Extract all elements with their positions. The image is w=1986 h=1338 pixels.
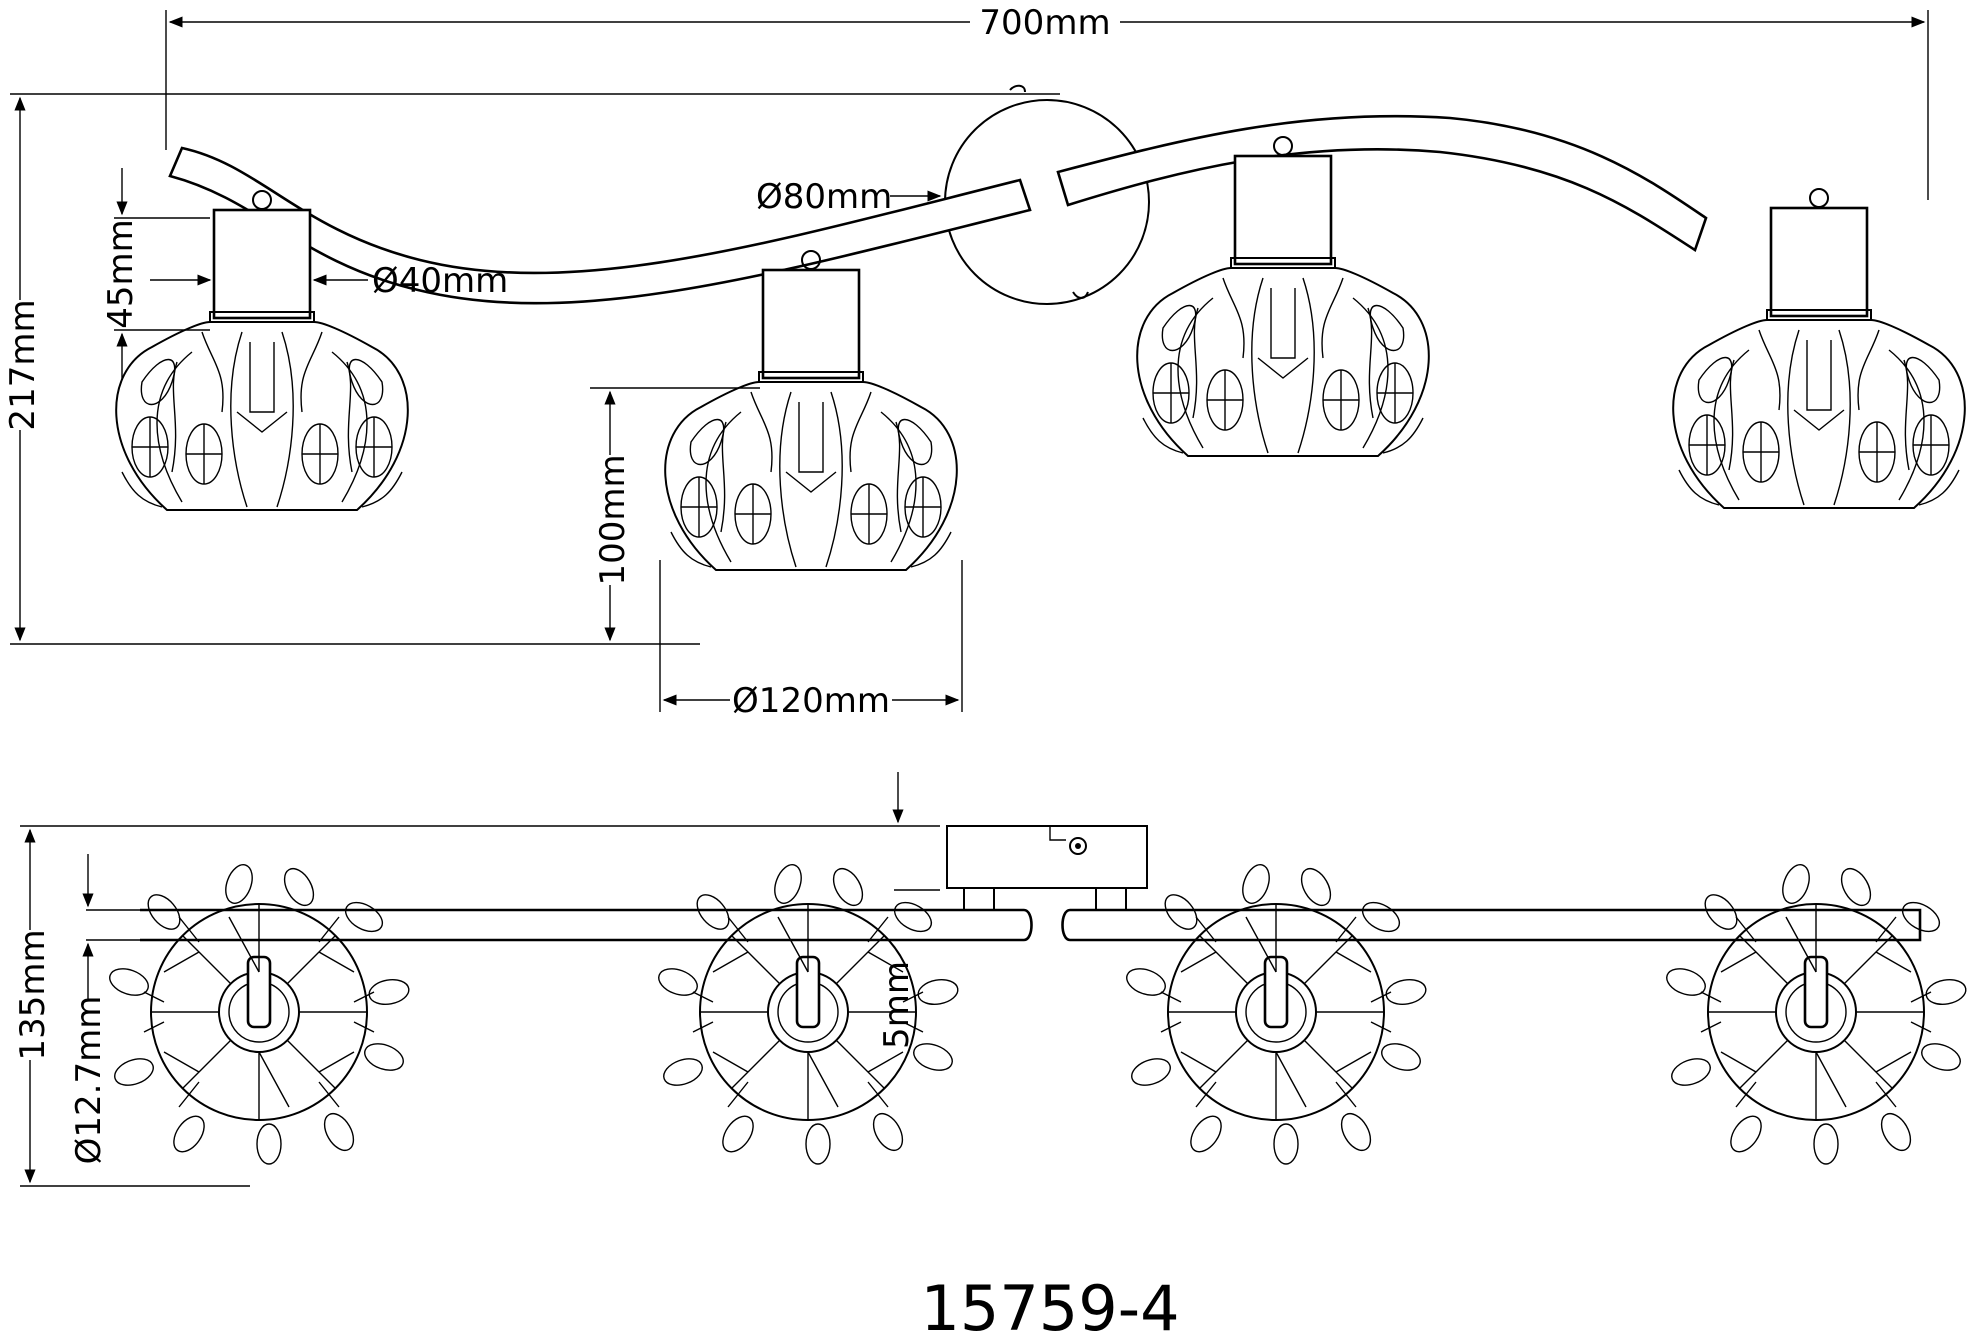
right-bar [1061,908,1922,942]
shade-side-2 [663,249,959,572]
holder-height-label: 45mm [101,219,141,329]
depth-label: 135mm [13,929,53,1060]
shade-diameter-label: Ø120mm [732,681,890,721]
left-arm [168,146,1032,305]
shade-top-4 [1661,859,1970,1166]
width-label: 700mm [979,3,1110,43]
bar-diameter-label: Ø12.7mm [69,996,109,1165]
shade-height-label: 100mm [593,454,633,585]
canopy-top [946,825,1148,889]
shade-top-3 [1121,859,1430,1166]
holder-diameter-label: Ø40mm [372,261,508,301]
shade-side-1 [114,189,410,512]
left-bar [140,908,1033,942]
height-label: 217mm [3,299,43,430]
shade-side-4 [1671,187,1967,510]
right-arm [1056,114,1708,252]
model-number: 15759-4 [920,1272,1179,1338]
shade-top-1 [104,859,413,1166]
side-view: 700mm 217mm Ø80mm 45mm Ø40mm 100mm Ø120m… [2,3,1967,721]
partial-dimension-label: 5mm [877,961,917,1049]
top-view: 135mm Ø12.7mm 5mm [13,772,1970,1187]
shade-side-3 [1135,135,1431,458]
canopy-diameter-label: Ø80mm [756,177,892,217]
